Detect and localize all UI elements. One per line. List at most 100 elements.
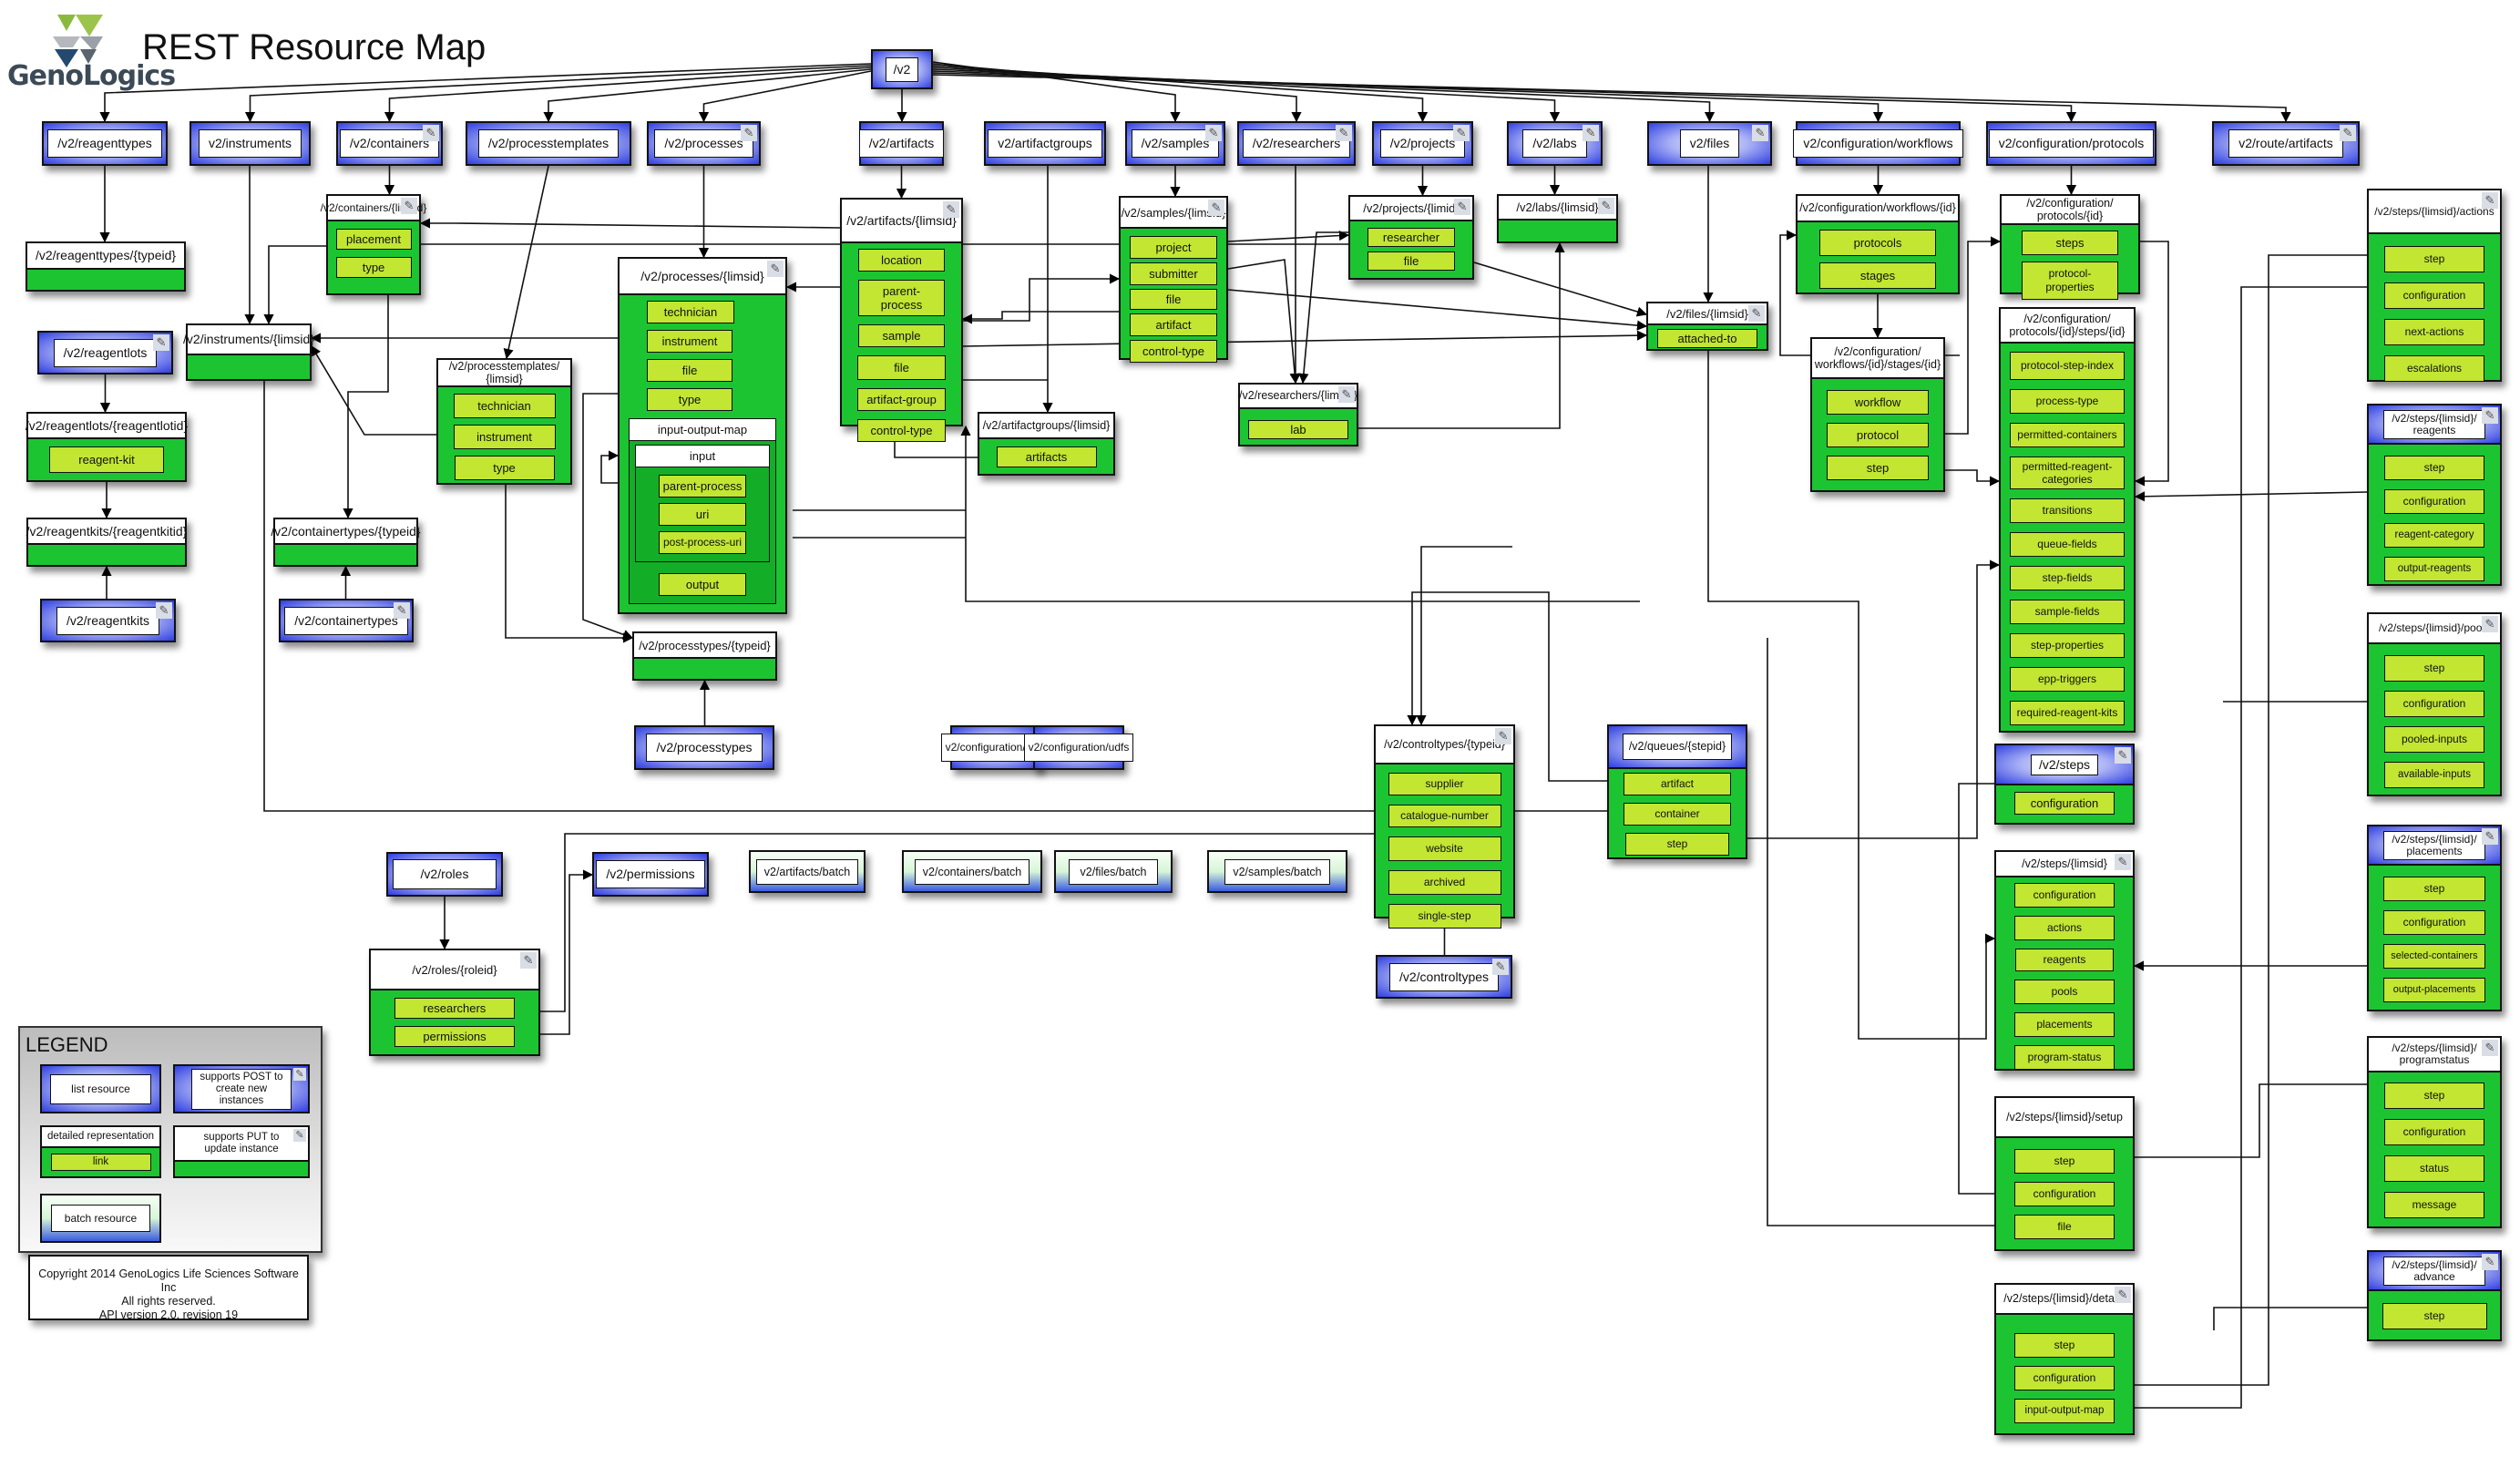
resource-route-artifacts[interactable]: v2/route/artifacts✎ — [2212, 121, 2360, 166]
link-stages[interactable]: stages — [1819, 262, 1936, 289]
resource-controltype-detail[interactable]: /v2/controltypes/{typeid} supplier catal… — [1374, 724, 1515, 929]
link-website[interactable]: website — [1388, 836, 1501, 861]
link-single-step[interactable]: single-step — [1388, 904, 1501, 929]
resource-steps[interactable]: /v2/steps configuration ✎ — [1994, 744, 2135, 825]
link-sample[interactable]: sample — [858, 324, 945, 347]
link-step[interactable]: step — [2014, 1149, 2115, 1174]
link-required-reagent-kits[interactable]: required-reagent-kits — [2010, 701, 2125, 725]
resource-reagentlots[interactable]: /v2/reagentlots✎ — [37, 331, 173, 375]
resource-researchers[interactable]: /v2/researchers✎ — [1237, 121, 1356, 166]
resource-files-batch[interactable]: v2/files/batch — [1054, 850, 1173, 893]
link-status[interactable]: status — [2384, 1155, 2484, 1182]
resource-step-reagents-detail[interactable]: /v2/steps/{limsid}/ reagents step config… — [2367, 404, 2502, 586]
resource-sample-detail[interactable]: /v2/samples/{limsid} project submitter f… — [1119, 196, 1228, 363]
link-researcher[interactable]: researcher — [1368, 228, 1455, 247]
resource-step-detail[interactable]: /v2/steps/{limsid} configuration actions… — [1994, 850, 2135, 1071]
resource-reagenttypes[interactable]: /v2/reagenttypes — [42, 121, 168, 166]
link-protocols[interactable]: protocols — [1819, 230, 1936, 256]
resource-configuration-udfs[interactable]: v2/configuration/udfs — [1023, 725, 1134, 770]
link-workflow[interactable]: workflow — [1827, 390, 1929, 415]
link-protocol[interactable]: protocol — [1827, 423, 1929, 447]
resource-processtype-detail[interactable]: /v2/processtypes/{typeid} — [632, 631, 777, 681]
link-step[interactable]: step — [2384, 456, 2484, 480]
resource-containertypes[interactable]: /v2/containertypes✎ — [279, 599, 414, 642]
link-epp-triggers[interactable]: epp-triggers — [2010, 667, 2125, 692]
link-researchers[interactable]: researchers — [394, 998, 515, 1019]
link-configuration[interactable]: configuration — [2014, 792, 2115, 815]
link-output-reagents[interactable]: output-reagents — [2384, 557, 2484, 581]
resource-reagentlot-detail[interactable]: /v2/reagentlots/{reagentlotid} reagent-k… — [26, 412, 188, 482]
link-step-fields[interactable]: step-fields — [2010, 566, 2125, 590]
link-next-actions[interactable]: next-actions — [2384, 319, 2484, 345]
resource-samples-batch[interactable]: v2/samples/batch — [1207, 850, 1347, 893]
resource-reagentkits[interactable]: /v2/reagentkits✎ — [40, 599, 176, 642]
link-control-type[interactable]: control-type — [1130, 340, 1217, 363]
resource-step-advance-detail[interactable]: /v2/steps/{limsid}/ advance step ✎ — [2367, 1250, 2502, 1341]
resource-reagentkit-detail[interactable]: /v2/reagentkits/{reagentkitid} — [26, 518, 187, 567]
resource-artifacts[interactable]: /v2/artifacts — [858, 121, 945, 166]
resource-queue-detail[interactable]: /v2/queues/{stepid} artifact container s… — [1607, 724, 1747, 859]
link-configuration[interactable]: configuration — [2384, 1119, 2484, 1145]
resource-processes[interactable]: /v2/processes✎ — [647, 121, 761, 166]
link-type[interactable]: type — [335, 257, 412, 278]
resource-files[interactable]: v2/files✎ — [1647, 121, 1772, 166]
link-file[interactable]: file — [647, 359, 732, 382]
link-reagent-category[interactable]: reagent-category — [2384, 523, 2484, 548]
resource-step-programstatus-detail[interactable]: /v2/steps/{limsid}/ programstatus step c… — [2367, 1036, 2502, 1228]
resource-process-detail[interactable]: /v2/processes/{limsid} technician instru… — [618, 257, 787, 614]
resource-workflow-detail[interactable]: /v2/configuration/workflows/{id} protoco… — [1796, 194, 1960, 294]
resource-artifactgroup-detail[interactable]: /v2/artifactgroups/{limsid} artifacts — [978, 412, 1115, 476]
link-type[interactable]: type — [647, 388, 732, 411]
link-configuration[interactable]: configuration — [2014, 1366, 2115, 1390]
link-submitter[interactable]: submitter — [1130, 262, 1217, 285]
resource-containertype-detail[interactable]: /v2/containertypes/{typeid} — [271, 518, 421, 567]
link-configuration[interactable]: configuration — [2014, 883, 2115, 908]
link-transitions[interactable]: transitions — [2010, 498, 2125, 523]
link-project[interactable]: project — [1130, 236, 1217, 259]
link-configuration[interactable]: configuration — [2384, 691, 2484, 717]
resource-containers[interactable]: /v2/containers✎ — [336, 121, 443, 166]
resource-artifactgroups[interactable]: v2/artifactgroups — [984, 121, 1106, 166]
resource-containers-batch[interactable]: v2/containers/batch — [902, 850, 1042, 893]
resource-step-pools-detail[interactable]: /v2/steps/{limsid}/pools step configurat… — [2367, 612, 2502, 796]
resource-artifacts-batch[interactable]: v2/artifacts/batch — [749, 850, 866, 893]
link-artifacts[interactable]: artifacts — [996, 446, 1097, 467]
resource-lab-detail[interactable]: /v2/labs/{limsid} ✎ — [1497, 194, 1618, 243]
link-step[interactable]: step — [1625, 833, 1729, 856]
link-reagent-kit[interactable]: reagent-kit — [49, 446, 164, 473]
resource-artifact-detail[interactable]: /v2/artifacts/{limsid} location parent-p… — [840, 198, 963, 442]
resource-step-actions-detail[interactable]: /v2/steps/{limsid}/actions step configur… — [2367, 189, 2502, 382]
resource-processtypes[interactable]: /v2/processtypes — [634, 725, 774, 770]
link-pooled-inputs[interactable]: pooled-inputs — [2384, 726, 2484, 753]
link-step[interactable]: step — [1827, 456, 1929, 480]
link-message[interactable]: message — [2384, 1192, 2484, 1218]
link-permitted-reagent-categories[interactable]: permitted-reagent- categories — [2010, 457, 2125, 489]
resource-role-detail[interactable]: /v2/roles/{roleid} researchers permissio… — [369, 949, 540, 1056]
resource-instruments[interactable]: v2/instruments — [190, 121, 311, 166]
link-artifact-group[interactable]: artifact-group — [857, 388, 946, 411]
link-reagents[interactable]: reagents — [2015, 949, 2114, 971]
link-step[interactable]: step — [2382, 1303, 2487, 1329]
link-pools[interactable]: pools — [2014, 980, 2115, 1004]
resource-reagenttype-detail[interactable]: /v2/reagenttypes/{typeid} — [26, 241, 186, 292]
link-container[interactable]: container — [1624, 803, 1731, 826]
resource-roles[interactable]: /v2/roles — [386, 852, 503, 897]
resource-samples[interactable]: /v2/samples✎ — [1125, 121, 1225, 166]
resource-step-details-detail[interactable]: /v2/steps/{limsid}/details step configur… — [1994, 1283, 2135, 1435]
resource-stage-detail[interactable]: /v2/configuration/ workflows/{id}/stages… — [1810, 337, 1945, 492]
link-configuration[interactable]: configuration — [2384, 282, 2484, 309]
link-process-type[interactable]: process-type — [2010, 389, 2125, 414]
link-sample-fields[interactable]: sample-fields — [2010, 600, 2125, 624]
link-step[interactable]: step — [2014, 1333, 2115, 1358]
link-post-process-uri[interactable]: post-process-uri — [659, 531, 746, 554]
link-queue-fields[interactable]: queue-fields — [2010, 532, 2125, 557]
link-file[interactable]: file — [1130, 289, 1217, 310]
link-step-properties[interactable]: step-properties — [2010, 633, 2125, 658]
link-artifact[interactable]: artifact — [1624, 773, 1731, 795]
link-type[interactable]: type — [454, 456, 555, 480]
link-instrument[interactable]: instrument — [647, 330, 732, 353]
link-supplier[interactable]: supplier — [1388, 773, 1501, 795]
link-instrument[interactable]: instrument — [453, 425, 556, 449]
resource-container-detail[interactable]: /v2/containers/{limsid} placement type ✎ — [321, 194, 426, 295]
link-output[interactable]: output — [659, 573, 746, 596]
